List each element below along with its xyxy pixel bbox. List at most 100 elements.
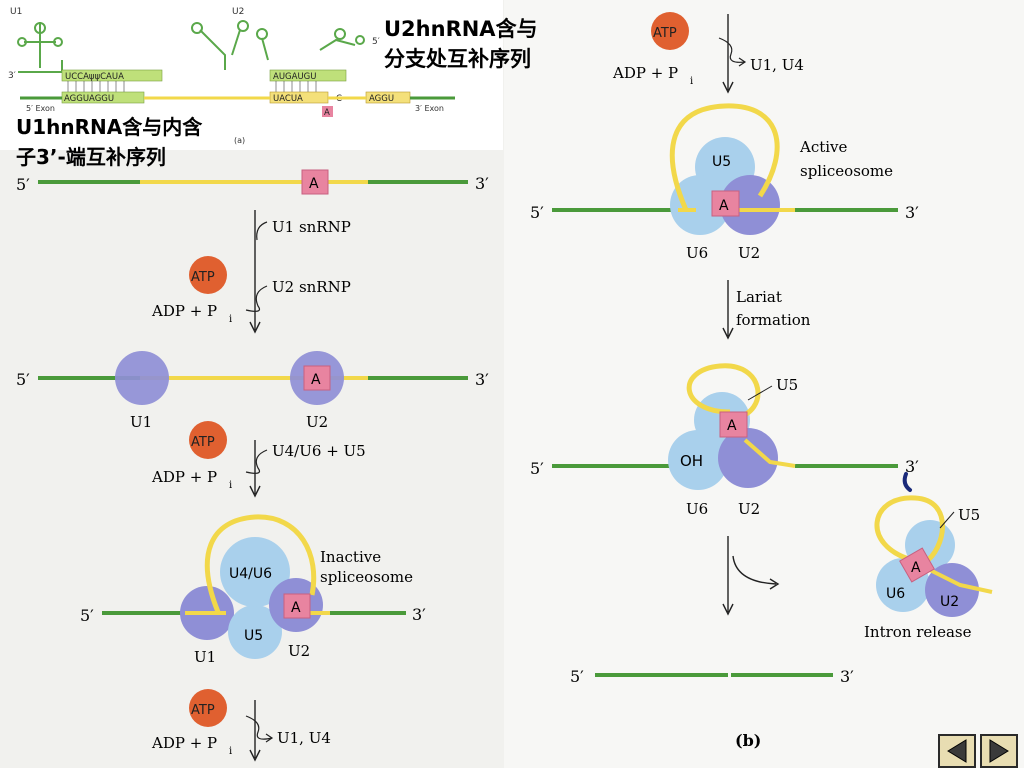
u2-caption: U2hnRNA含与 分支处互补序列	[384, 17, 538, 71]
atp-label: ATP	[191, 435, 215, 450]
inactive-spliceosome: 5′ A U4/U6 U5 3′ U1 U2 Inactive spliceos…	[80, 514, 426, 666]
active-label: Active	[799, 138, 848, 156]
step-release-u1-u4-left: ATP U1, U4 ADP + P i	[151, 689, 331, 762]
u1-label: U1	[130, 413, 152, 431]
inset-3prime: 3′	[8, 71, 16, 81]
three-prime-label: 3′	[905, 457, 919, 476]
five-prime-label: 5′	[530, 459, 544, 478]
oh-label: OH	[680, 452, 703, 470]
triangle-left-icon	[947, 739, 967, 763]
inset-u2-label: U2	[232, 7, 244, 17]
atp-circle	[651, 12, 689, 50]
u1-label: U1	[194, 648, 216, 666]
atp-circle	[189, 421, 227, 459]
pi-subscript: i	[229, 746, 232, 757]
pi-subscript: i	[229, 314, 232, 325]
premrna-unbound: 5′ A 3′	[16, 169, 489, 195]
u1-snrnp-circle	[115, 351, 169, 405]
u5-label: U5	[712, 154, 731, 170]
step-u1-u2-binding: U1 snRNP ATP U2 snRNP ADP + P i	[151, 210, 351, 334]
step-exon-ligation	[722, 536, 780, 616]
u2-snrnp-circle	[925, 563, 979, 617]
step-u4u6-u5-binding: ATP U4/U6 + U5 ADP + P i	[151, 421, 366, 498]
adp-pi-label: ADP + P	[151, 302, 217, 320]
u1-caption: U1hnRNA含与内含 子3’-端互补序列	[16, 115, 203, 169]
intron-release-label: Intron release	[864, 623, 972, 641]
intron-release: A U5 U6 U2 Intron release	[864, 495, 993, 641]
five-prime-label: 5′	[530, 203, 544, 222]
inset-branch-seq: UACUA	[273, 94, 303, 104]
u5-label: U5	[958, 506, 980, 524]
step-lariat-formation: Lariat formation	[722, 280, 811, 340]
inactive-label: Inactive	[320, 548, 381, 566]
three-prime-label: 3′	[905, 203, 919, 222]
next-slide-button[interactable]	[980, 734, 1018, 768]
u2-label: U2	[288, 642, 310, 660]
lariat-intermediate: 5′ A OH U5 3′ U6 U2	[530, 363, 919, 518]
prev-slide-button[interactable]	[938, 734, 976, 768]
branch-a-label: A	[911, 560, 921, 576]
five-prime-label: 5′	[16, 370, 30, 389]
u5-snrnp-circle	[228, 605, 282, 659]
premrna-u1-u2: 5′ A 3′ U1 U2	[16, 351, 489, 431]
three-prime-label: 3′	[475, 370, 489, 389]
atp-label: ATP	[191, 703, 215, 718]
three-prime-mark	[902, 472, 912, 492]
five-prime-label: 5′	[80, 606, 94, 625]
u4u6-label: U4/U6	[229, 566, 272, 582]
pi-subscript: i	[229, 480, 232, 491]
adp-pi-label: ADP + P	[612, 64, 678, 82]
atp-circle	[189, 256, 227, 294]
u1-snrnp-label: U1 snRNP	[272, 218, 351, 236]
atp-label: ATP	[653, 26, 677, 41]
atp-label: ATP	[191, 270, 215, 285]
u2-label: U2	[306, 413, 328, 431]
branch-a-label: A	[311, 372, 321, 388]
u6-snrnp-circle	[668, 430, 728, 490]
atp-circle	[189, 689, 227, 727]
u5-label: U5	[776, 376, 798, 394]
u2-snrnp-circle	[718, 428, 778, 488]
five-prime-label: 5′	[16, 175, 30, 194]
u6-label: U6	[686, 500, 708, 518]
branch-a-label: A	[719, 198, 729, 214]
spliceosome-label: spliceosome	[320, 568, 413, 586]
u6-snrnp-circle	[670, 175, 730, 235]
branch-a-label: A	[727, 418, 737, 434]
u2-label: U2	[738, 244, 760, 262]
inset-intron-end-seq: AGGU	[369, 94, 394, 104]
three-prime-label: 3′	[840, 667, 854, 686]
five-prime-label: 5′	[570, 667, 584, 686]
adp-pi-label: ADP + P	[151, 734, 217, 752]
step-release-u1-u4-right: ATP U1, U4 ADP + P i	[612, 12, 804, 94]
lariat-label: Lariat	[736, 288, 782, 306]
u5-label: U5	[244, 628, 263, 644]
active-spliceosome: 5′ A U5 3′ U6 U2 Active spliceosome	[530, 103, 919, 262]
formation-label: formation	[736, 311, 811, 329]
u6-label: U6	[686, 244, 708, 262]
inset-u2-seq: AUGAUGU	[273, 72, 316, 82]
inset-u1-label: U1	[10, 7, 22, 17]
u4u6-snrnp-circle	[220, 537, 290, 607]
panel-b-label: (b)	[735, 731, 761, 750]
inset-5-exon: 5′ Exon	[26, 104, 55, 113]
u2-label: U2	[940, 594, 959, 610]
u1-u4-release-label: U1, U4	[277, 729, 331, 747]
u2-snrnp-label: U2 snRNP	[272, 278, 351, 296]
u6-label: U6	[886, 586, 905, 602]
inset-panel-a: (a)	[234, 136, 245, 145]
inset-3-exon: 3′ Exon	[415, 104, 444, 113]
u1-u4-release-label: U1, U4	[750, 56, 804, 74]
inset-exon-seq: AGGUAGGU	[64, 94, 114, 104]
panel-b-background	[504, 0, 1024, 768]
inset-5prime: 5′	[372, 37, 380, 47]
adp-pi-label: ADP + P	[151, 468, 217, 486]
pi-subscript: i	[690, 76, 693, 87]
three-prime-label: 3′	[475, 174, 489, 193]
triangle-right-icon	[989, 739, 1009, 763]
inset-branch-a: A	[324, 108, 330, 118]
spliceosome-label: spliceosome	[800, 162, 893, 180]
branch-a-label: A	[291, 600, 301, 616]
three-prime-label: 3′	[412, 605, 426, 624]
